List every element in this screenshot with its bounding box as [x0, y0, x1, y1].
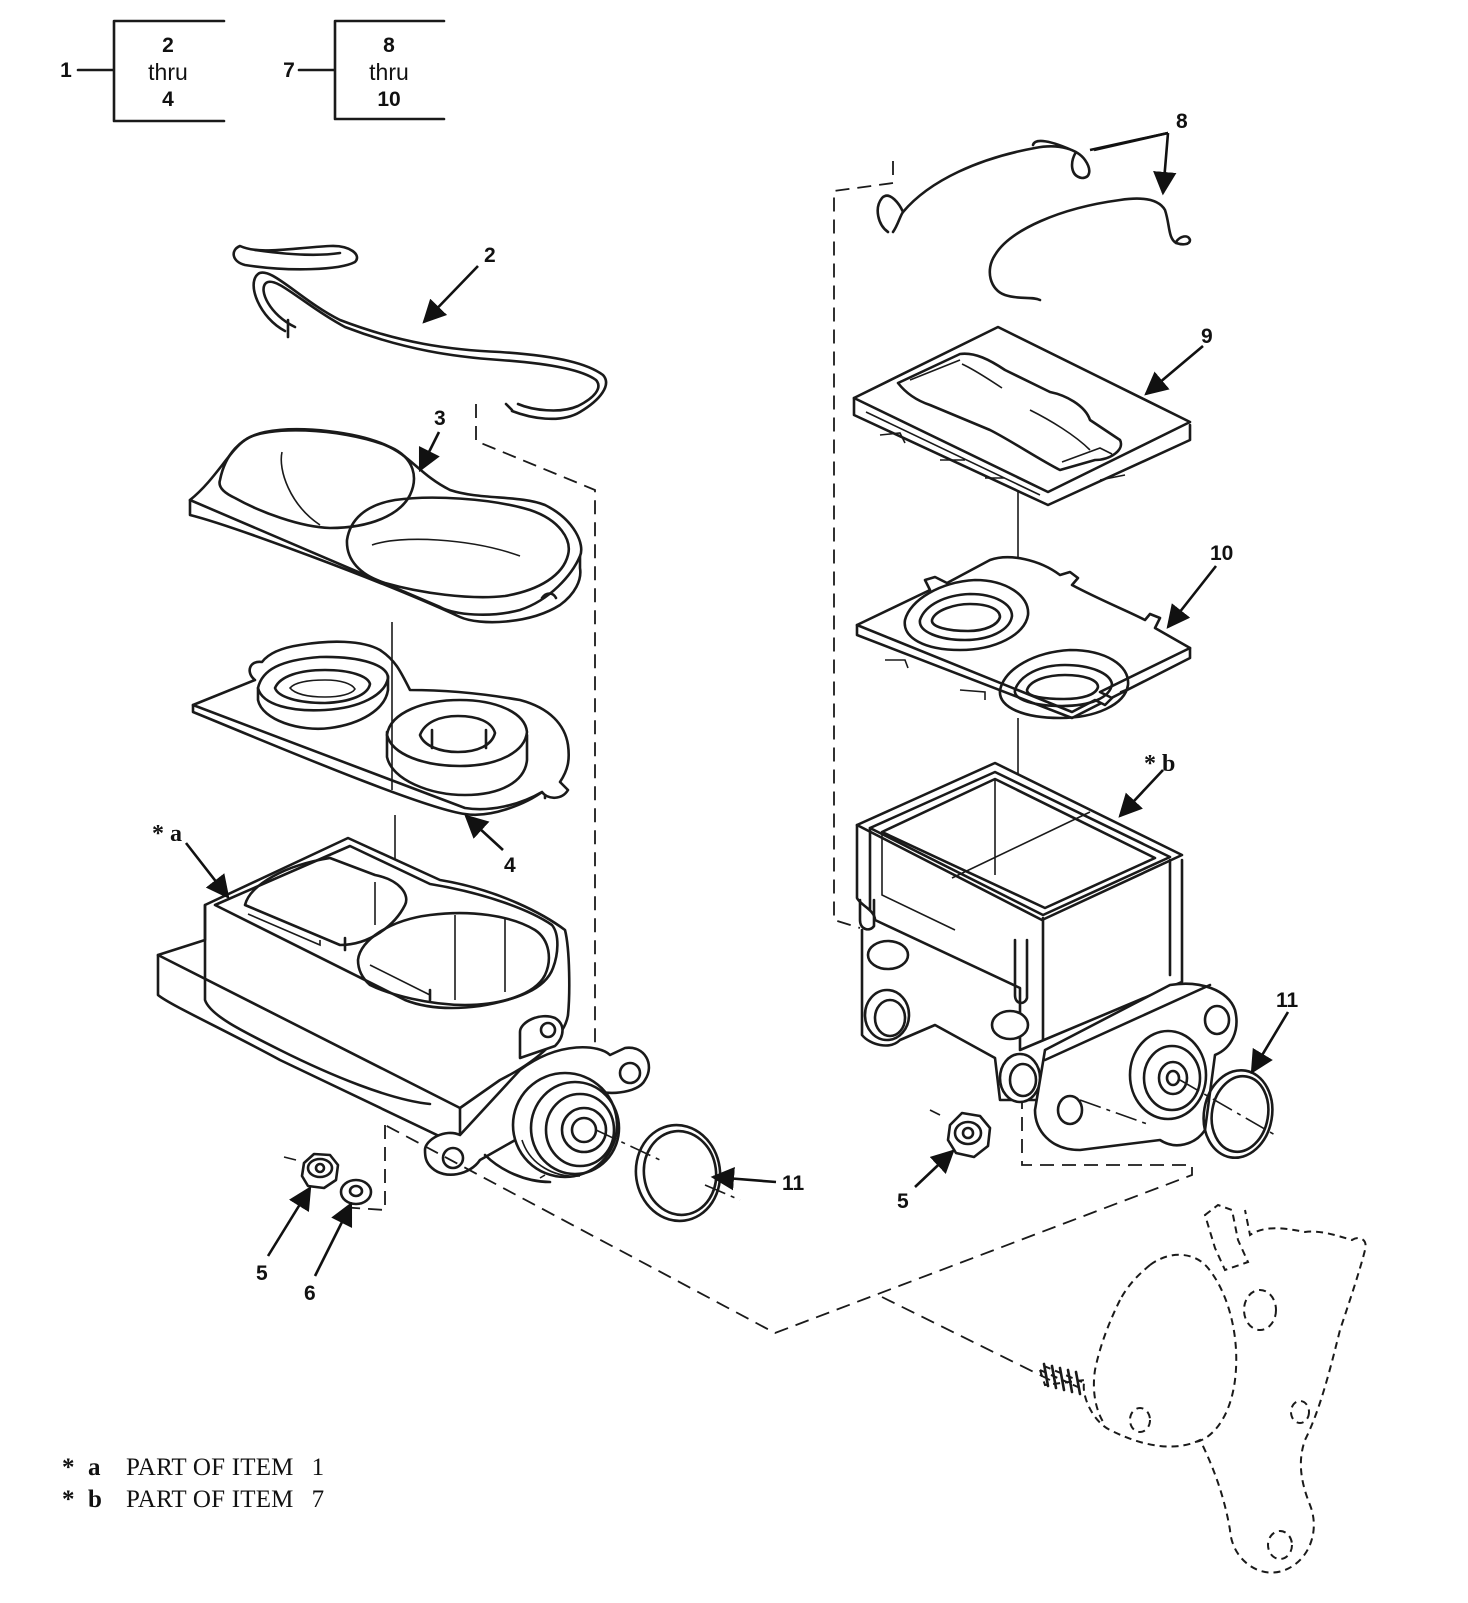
callout-11-left: 11	[782, 1172, 805, 1195]
callout-10: 10	[1210, 542, 1233, 565]
master-cylinder-body-a	[156, 836, 651, 1184]
group-parent-label: 7	[283, 59, 295, 82]
callout-5-right: 5	[897, 1190, 909, 1213]
o-ring-item-11-right	[1202, 1068, 1274, 1160]
wire-bail-item-2	[232, 244, 608, 421]
legend-item: 1	[311, 1454, 325, 1481]
right-assembly-outline	[833, 161, 894, 929]
group-parent-label: 1	[60, 59, 72, 82]
o-ring-item-11-left	[634, 1123, 722, 1223]
left-assembly-outline	[475, 404, 596, 1055]
legend: * a PART OF ITEM 1 * b PART OF ITEM 7	[62, 1452, 324, 1516]
legend-item: 7	[311, 1486, 325, 1513]
legend-row-b: * b PART OF ITEM 7	[62, 1484, 324, 1516]
group-range-from: 8	[383, 34, 395, 57]
nut-item-5-right	[929, 1109, 992, 1159]
wire-clips-item-8	[876, 139, 1192, 302]
legend-text: PART OF ITEM	[126, 1486, 294, 1513]
washer-item-6-left	[339, 1178, 373, 1206]
diaphragm-gasket-item-4	[191, 640, 571, 817]
reservoir-cover-item-9	[852, 325, 1192, 507]
legend-text: PART OF ITEM	[126, 1454, 294, 1481]
reservoir-cover-item-3	[188, 427, 583, 624]
callout-8: 8	[1176, 110, 1188, 133]
callout-11-right: 11	[1276, 989, 1299, 1012]
nut-item-5-left	[283, 1152, 340, 1190]
callout-6: 6	[304, 1282, 316, 1305]
group-range-to: 4	[162, 88, 174, 111]
legend-row-a: * a PART OF ITEM 1	[62, 1452, 324, 1484]
legend-marker: *	[62, 1454, 75, 1481]
group-range-word: thru	[369, 59, 409, 85]
callout-2: 2	[484, 244, 496, 267]
master-cylinder-body-b	[855, 761, 1238, 1152]
group-bracket-7: 7 8 thru 10	[283, 19, 446, 121]
group-bracket-1: 1 2 thru 4	[60, 19, 226, 123]
legend-marker: *	[62, 1486, 75, 1513]
callout-3: 3	[434, 407, 446, 430]
callout-4: 4	[504, 854, 516, 877]
callout-a: * a	[152, 821, 182, 847]
legend-ref: b	[88, 1486, 102, 1513]
group-range-word: thru	[148, 59, 188, 85]
legend-ref: a	[88, 1454, 101, 1481]
group-range-from: 2	[162, 34, 174, 57]
mounting-bracket-phantom	[1039, 1203, 1367, 1574]
callout-5-left: 5	[256, 1262, 268, 1285]
group-range-to: 10	[377, 88, 400, 111]
callout-9: 9	[1201, 325, 1213, 348]
diaphragm-gasket-item-10	[855, 556, 1192, 720]
callout-b: * b	[1144, 751, 1175, 777]
